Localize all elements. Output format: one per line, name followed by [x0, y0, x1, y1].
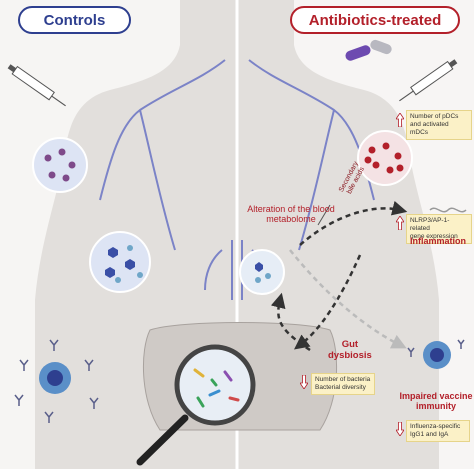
impaired-vaccine-line2: immunity: [415, 401, 456, 412]
syringe-icon: [7, 64, 66, 107]
gut-dysbiosis-label: Gut dysbiosis: [328, 339, 372, 361]
note-nlrp3-line1: NLRP3/AP-1-related: [410, 217, 450, 233]
right-shoulder-cells: [357, 130, 413, 186]
impaired-vaccine-label: Impaired vaccine immunity: [398, 391, 474, 411]
blood-metabolome-line2: metabolome: [266, 214, 316, 225]
magnifier-icon: [136, 344, 256, 466]
note-pdcs-line2: and activated mDCs: [410, 121, 449, 137]
impaired-vaccine-line1: Impaired vaccine: [399, 391, 473, 401]
note-nlrp3-line2: gene expression: [410, 233, 458, 241]
increase-arrow-icon: [395, 112, 405, 128]
right-blood-metabolites: [239, 249, 285, 295]
antibiotics-treated-title: Antibiotics-treated: [290, 6, 460, 34]
note-bacteria-line2: Bacterial diversity: [315, 384, 366, 392]
immune-cell-icon: [39, 362, 71, 394]
note-pdcs: Number of pDCs and activated mDCs: [406, 110, 472, 141]
note-nlrp3: NLRP3/AP-1-related gene expression: [406, 214, 472, 245]
antibody-icon: [14, 339, 99, 423]
note-bacteria: Number of bacteria Bacterial diversity: [311, 373, 375, 396]
increase-arrow-icon: [395, 215, 405, 231]
left-shoulder-cells: [32, 137, 88, 193]
immune-cell-icon-treated: [407, 339, 465, 369]
gut-dysbiosis-line2: dysbiosis: [328, 349, 372, 361]
bile-arrow: [317, 204, 331, 226]
syringe-icon-treated: [399, 59, 458, 102]
gut-dysbiosis-line1: Gut: [341, 339, 359, 350]
arrow-metabolome-inflammation: [299, 200, 408, 246]
inflammation-label: Inflammation: [410, 236, 467, 246]
blood-metabolome-line1: Alteration of the blood: [247, 204, 335, 214]
note-bacteria-line1: Number of bacteria: [315, 376, 371, 383]
decrease-arrow-icon: [395, 421, 405, 437]
blood-metabolome-label: Alteration of the blood metabolome: [246, 204, 336, 224]
controls-title: Controls: [18, 6, 131, 34]
bacteria-icon: [429, 207, 467, 213]
arrow-metabolome-vaccine: [289, 249, 407, 349]
arrow-inflammation-dysbiosis: [294, 254, 362, 350]
arrow-dysbiosis-blood: [270, 292, 311, 352]
note-influenza: Influenza-specific IgG1 and IgA: [406, 420, 470, 443]
pill-capsule-icon: [345, 39, 392, 61]
decrease-arrow-icon: [299, 374, 309, 390]
note-influenza-line1: Influenza-specific: [410, 423, 461, 430]
note-pdcs-line1: Number of pDCs: [410, 113, 459, 120]
left-blood-metabolites: [89, 231, 151, 293]
note-influenza-line2: IgG1 and IgA: [410, 431, 449, 439]
